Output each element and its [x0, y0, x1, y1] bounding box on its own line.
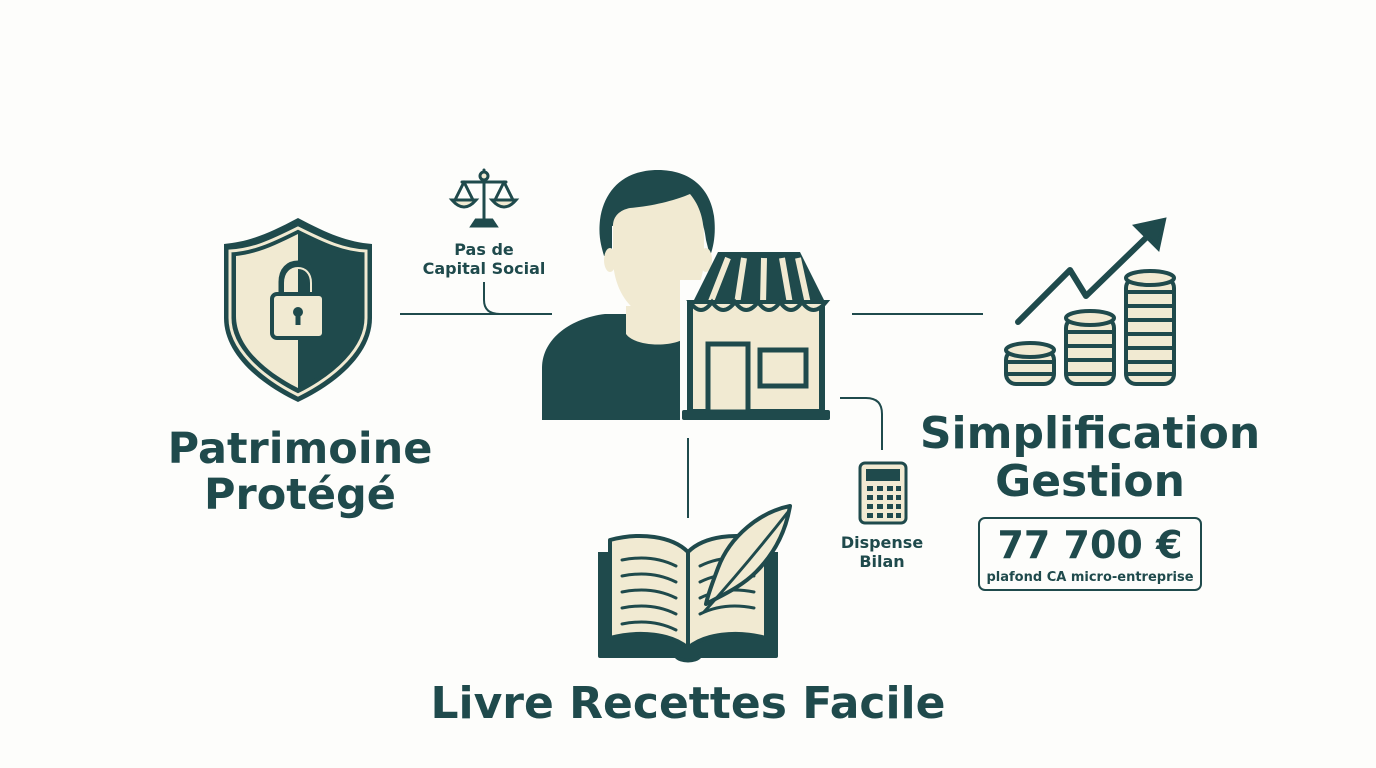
ca-threshold-box: 77 700 € plafond CA micro-entreprise [978, 517, 1202, 591]
capital-label-line2: Capital Social [422, 259, 546, 279]
scales-icon [448, 168, 520, 228]
patrimoine-title: Patrimoine Protégé [148, 426, 452, 519]
bilan-label-line2: Bilan [859, 552, 905, 572]
connector-capital [483, 282, 501, 315]
entrepreneur-shop-icon [542, 170, 840, 430]
gestion-title-line2: Gestion [995, 455, 1185, 507]
bilan-label-line1: Dispense [840, 533, 924, 552]
gestion-title-line1: Simplification [919, 408, 1261, 459]
shield-lock-icon [224, 218, 372, 402]
connectors [400, 282, 983, 518]
patrimoine-title-line2: Protégé [204, 470, 396, 521]
patrimoine-title-line1: Patrimoine [167, 424, 433, 474]
calculator-icon [858, 461, 908, 525]
connector-bilan [836, 397, 883, 450]
capital-label: Pas de Capital Social [404, 240, 564, 278]
bilan-label: Dispense Bilan [822, 533, 942, 571]
book-quill-icon [598, 504, 792, 663]
ca-threshold-amount: 77 700 € [997, 523, 1183, 567]
capital-label-line1: Pas de [454, 240, 514, 259]
livre-title: Livre Recettes Facile [430, 678, 946, 729]
coins-growth-icon [1004, 217, 1176, 386]
ca-threshold-caption: plafond CA micro-entreprise [986, 570, 1194, 585]
gestion-title: Simplification Gestion [900, 410, 1280, 505]
